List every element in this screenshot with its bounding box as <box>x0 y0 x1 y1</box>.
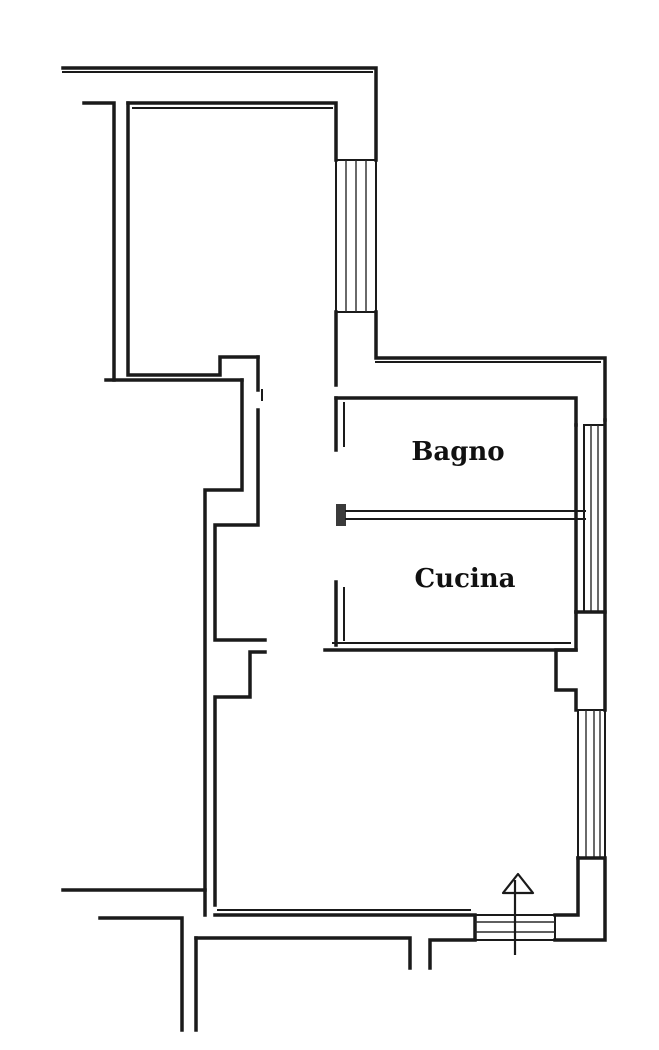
window-upper <box>335 159 377 313</box>
partition-bagno-cucina <box>336 504 586 526</box>
wall-bottom <box>61 856 607 1032</box>
room-label-bagno: Bagno <box>411 437 504 467</box>
wall-right-outer <box>554 418 607 712</box>
wall-right-upper <box>334 310 607 422</box>
room-label-cucina: Cucina <box>414 564 515 594</box>
wall-corridor-left <box>203 355 267 917</box>
north-arrow-icon <box>501 872 535 955</box>
outer-wall-top <box>61 66 378 162</box>
window-lower-right <box>577 709 606 859</box>
wall-upper-room <box>82 101 338 382</box>
room-bagno <box>334 396 578 452</box>
